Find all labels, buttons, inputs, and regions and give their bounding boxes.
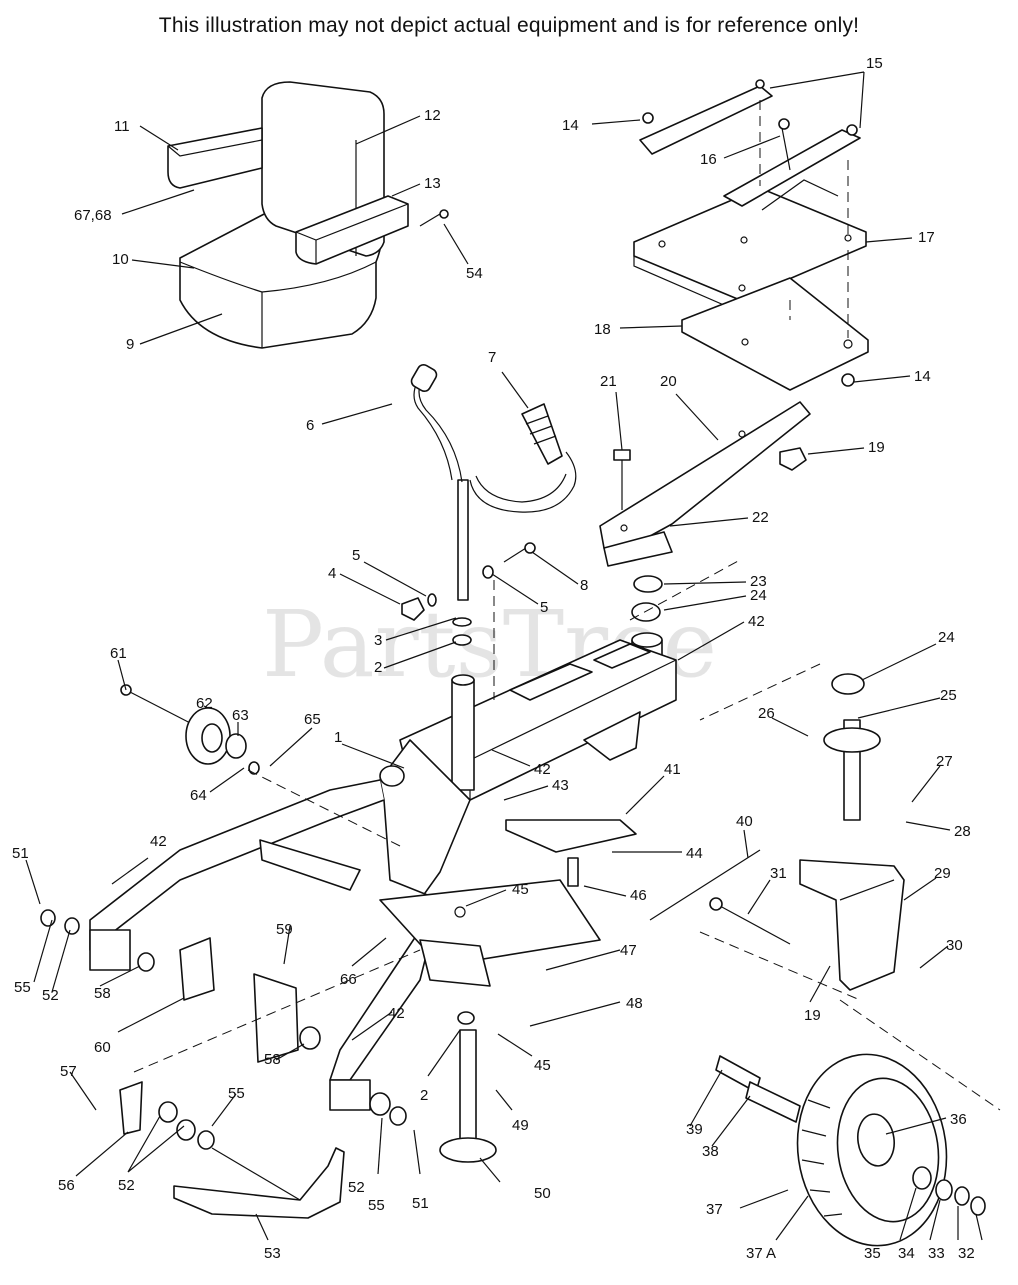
- lower-components: [40, 559, 821, 1219]
- callout-27: 27: [936, 753, 953, 770]
- callout-9: 9: [126, 336, 134, 353]
- callout-14: 14: [562, 117, 579, 134]
- callout-7: 7: [488, 349, 496, 366]
- callout-58-lower: 58: [264, 1051, 281, 1068]
- callout-50: 50: [534, 1185, 551, 1202]
- callout-3: 3: [374, 632, 382, 649]
- callout-55-pedal: 55: [228, 1085, 245, 1102]
- callout-21: 21: [600, 373, 617, 390]
- callout-29: 29: [934, 865, 951, 882]
- callout-51: 51: [12, 845, 29, 862]
- callout-10: 10: [112, 251, 129, 268]
- callout-5-right: 5: [540, 599, 548, 616]
- callout-35: 35: [864, 1245, 881, 1262]
- callout-1: 1: [334, 729, 342, 746]
- main-frame: [89, 617, 677, 1111]
- leader-lines: [25, 71, 983, 1241]
- callout-49: 49: [512, 1117, 529, 1134]
- callout-55-right: 55: [368, 1197, 385, 1214]
- callout-37: 37: [706, 1201, 723, 1218]
- callout-2-lower: 2: [420, 1087, 428, 1104]
- callout-59: 59: [276, 921, 293, 938]
- callout-42: 42: [748, 613, 765, 630]
- callout-60: 60: [94, 1039, 111, 1056]
- callout-17: 17: [918, 229, 935, 246]
- seat-plate-assembly: [633, 79, 869, 391]
- callout-26: 26: [758, 705, 775, 722]
- callout-62: 62: [196, 695, 213, 712]
- seat-assembly: [167, 81, 449, 349]
- callout-31: 31: [770, 865, 787, 882]
- callout-41: 41: [664, 761, 681, 778]
- callout-46: 46: [630, 887, 647, 904]
- callout-labels: 11 12 13 67,68 10 54 9 15 14 16 17 18 14…: [12, 55, 975, 1262]
- callout-61: 61: [110, 645, 127, 662]
- callout-52: 52: [42, 987, 59, 1004]
- callout-57: 57: [60, 1063, 77, 1080]
- callout-44: 44: [686, 845, 703, 862]
- callout-23: 23: [750, 573, 767, 590]
- callout-45-lower: 45: [534, 1057, 551, 1074]
- callout-5: 5: [352, 547, 360, 564]
- callout-42-frame: 42: [534, 761, 551, 778]
- callout-32: 32: [958, 1245, 975, 1262]
- callout-42-lower: 42: [388, 1005, 405, 1022]
- disclaimer-text: This illustration may not depict actual …: [158, 14, 860, 37]
- callout-40: 40: [736, 813, 753, 830]
- callout-65: 65: [304, 711, 321, 728]
- control-arm-assembly: [401, 364, 811, 673]
- callout-39: 39: [686, 1121, 703, 1138]
- callout-51-right: 51: [412, 1195, 429, 1212]
- callout-6: 6: [306, 417, 314, 434]
- callout-11: 11: [114, 118, 130, 135]
- callout-53: 53: [264, 1245, 281, 1262]
- callout-18: 18: [594, 321, 611, 338]
- callout-63: 63: [232, 707, 249, 724]
- callout-28: 28: [954, 823, 971, 840]
- callout-8: 8: [580, 577, 588, 594]
- callout-54: 54: [466, 265, 483, 282]
- callout-36: 36: [950, 1111, 967, 1128]
- callout-15: 15: [866, 55, 883, 72]
- callout-67-68: 67,68: [74, 207, 112, 224]
- caster-wheel-assembly: [699, 673, 1001, 1247]
- callout-66: 66: [340, 971, 357, 988]
- callout-19-caster: 19: [804, 1007, 821, 1024]
- callout-58: 58: [94, 985, 111, 1002]
- callout-4: 4: [328, 565, 336, 582]
- callout-24-caster: 24: [938, 629, 955, 646]
- callout-24: 24: [750, 587, 767, 604]
- callout-14-lower: 14: [914, 368, 931, 385]
- callout-55: 55: [14, 979, 31, 996]
- callout-56: 56: [58, 1177, 75, 1194]
- callout-34: 34: [898, 1245, 915, 1262]
- callout-25: 25: [940, 687, 957, 704]
- callout-48: 48: [626, 995, 643, 1012]
- callout-47: 47: [620, 942, 637, 959]
- callout-33: 33: [928, 1245, 945, 1262]
- callout-30: 30: [946, 937, 963, 954]
- callout-38: 38: [702, 1143, 719, 1160]
- callout-12: 12: [424, 107, 441, 124]
- callout-19: 19: [868, 439, 885, 456]
- callout-37a: 37 A: [746, 1245, 776, 1262]
- callout-52-right: 52: [348, 1179, 365, 1196]
- callout-16: 16: [700, 151, 717, 168]
- callout-13: 13: [424, 175, 441, 192]
- callout-52-pedal: 52: [118, 1177, 135, 1194]
- callout-20: 20: [660, 373, 677, 390]
- callout-42-left: 42: [150, 833, 167, 850]
- callout-45: 45: [512, 881, 529, 898]
- callout-2: 2: [374, 659, 382, 676]
- callout-43: 43: [552, 777, 569, 794]
- callout-64: 64: [190, 787, 207, 804]
- callout-22: 22: [752, 509, 769, 526]
